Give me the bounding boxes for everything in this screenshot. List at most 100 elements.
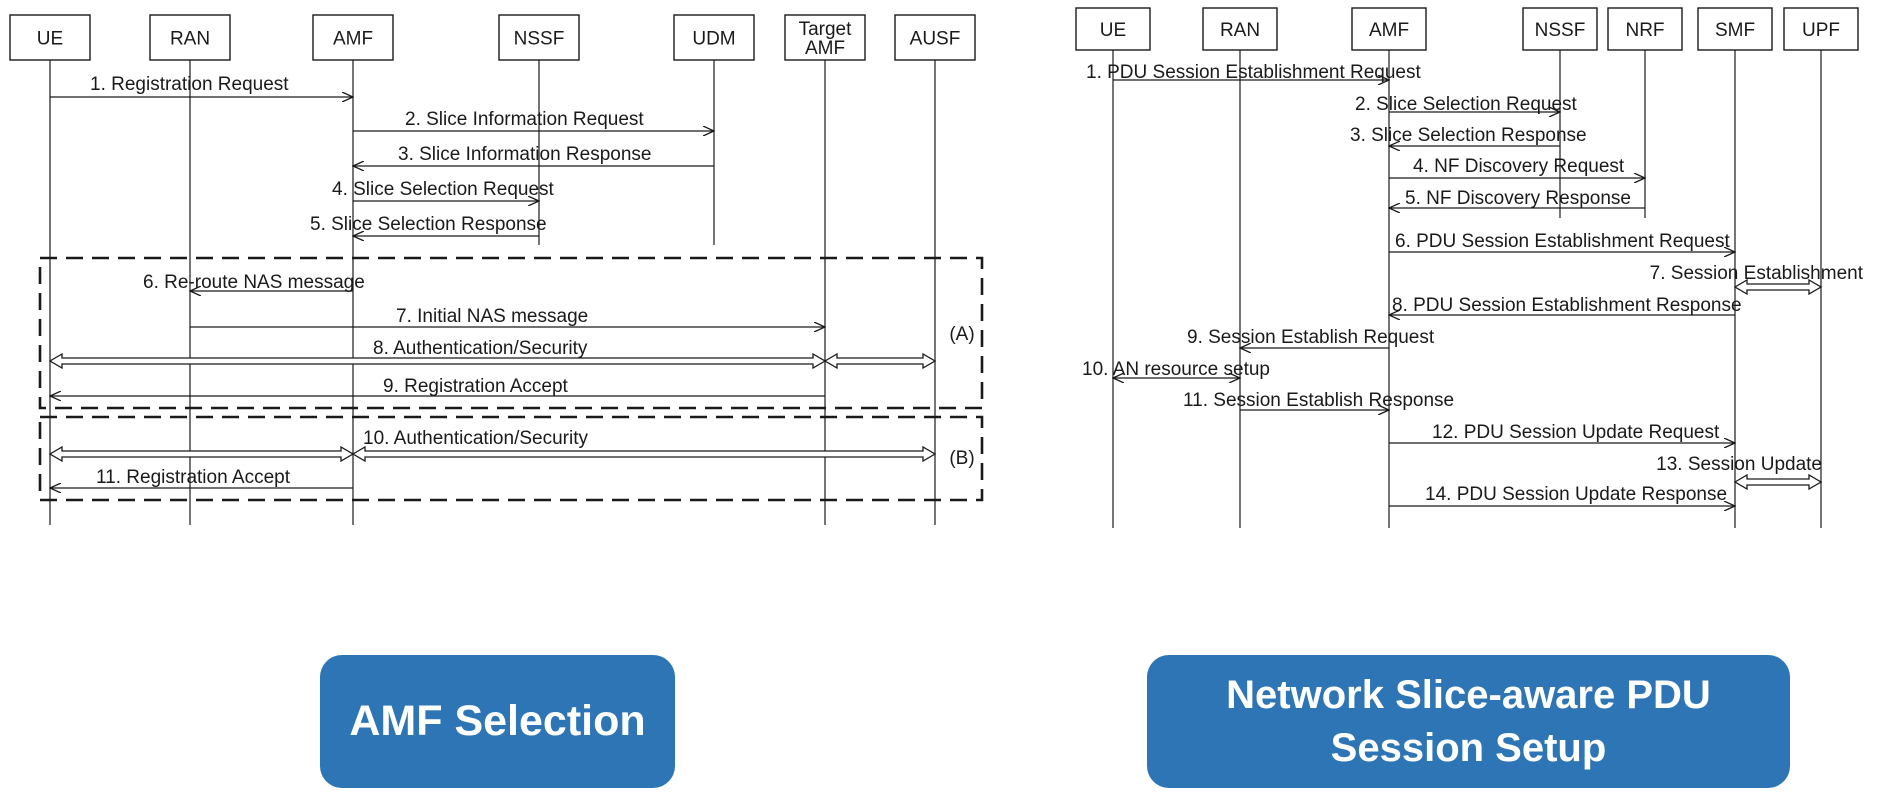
entity-box — [1202, 7, 1278, 51]
message-3: 3. Slice Selection Response — [1350, 125, 1587, 146]
message-label: 11. Registration Accept — [96, 467, 291, 488]
message-label: 11. Session Establish Response — [1183, 390, 1454, 411]
message-label: 14. PDU Session Update Response — [1425, 484, 1727, 505]
entity-box — [1351, 7, 1427, 51]
message-13: 13. Session Update — [1656, 454, 1823, 491]
message-4: 4. NF Discovery Request — [1389, 156, 1645, 178]
message-6: 6. Re-route NAS message — [143, 272, 365, 293]
entity-box — [1075, 7, 1151, 51]
entity-smf: SMF — [1697, 7, 1773, 51]
message-2: 2. Slice Selection Request — [1355, 94, 1578, 115]
message-label: 7. Initial NAS message — [396, 306, 588, 327]
entity-label: Target — [799, 19, 853, 40]
message-label: 3. Slice Selection Response — [1350, 125, 1587, 146]
entity-label: RAN — [170, 29, 210, 50]
entity-nrf: NRF — [1607, 7, 1683, 51]
message-label: 7. Session Establishment — [1650, 263, 1864, 284]
entity-ausf: AUSF — [894, 14, 976, 61]
message-arrow — [1733, 473, 1823, 491]
message-label: 2. Slice Information Request — [405, 109, 644, 130]
message-8: 8. Authentication/Security — [48, 338, 937, 370]
message-3: 3. Slice Information Response — [353, 144, 714, 166]
message-label: 1. Registration Request — [90, 74, 289, 95]
region-a-label: (A) — [949, 324, 974, 345]
entity-box — [498, 14, 580, 61]
message-label: 6. PDU Session Establishment Request — [1395, 231, 1730, 252]
entity-ran: RAN — [149, 14, 231, 61]
entity-label: AMF — [805, 38, 845, 59]
message-label: 3. Slice Information Response — [398, 144, 651, 165]
message-11: 11. Session Establish Response — [1183, 390, 1454, 411]
entity-label: UDM — [692, 29, 735, 50]
pdu-session-setup-sequence-diagram: UE RAN AMF NSSF NRF SMF UPF 1. PDU Session Esta… — [1075, 7, 1864, 528]
entity-ue: UE — [1075, 7, 1151, 51]
message-6: 6. PDU Session Establishment Request — [1389, 231, 1735, 252]
entity-box — [1607, 7, 1683, 51]
message-label: 4. Slice Selection Request — [332, 179, 555, 200]
message-10: 10. AN resource setup — [1082, 359, 1270, 380]
message-arrow — [1733, 278, 1823, 296]
entity-box — [1522, 7, 1598, 51]
message-label: 9. Session Establish Request — [1187, 327, 1435, 348]
amf-selection-title-text: AMF Selection — [349, 697, 646, 745]
entity-box — [1783, 7, 1859, 51]
entity-label: NSSF — [1535, 20, 1586, 41]
message-4: 4. Slice Selection Request — [332, 179, 555, 201]
entity-box — [673, 14, 755, 61]
entity-nssf: NSSF — [1522, 7, 1598, 51]
entity-nssf: NSSF — [498, 14, 580, 61]
pdu-session-setup-title-line2: Session Setup — [1330, 725, 1607, 770]
message-label: 6. Re-route NAS message — [143, 272, 365, 293]
entity-label: SMF — [1715, 20, 1755, 41]
message-label: 5. NF Discovery Response — [1405, 188, 1631, 209]
message-label: 4. NF Discovery Request — [1413, 156, 1625, 177]
entity-label: UE — [37, 29, 63, 50]
message-1: 1. PDU Session Establishment Request — [1086, 62, 1421, 83]
message-label: 10. Authentication/Security — [363, 428, 588, 449]
entity-label: UPF — [1802, 20, 1840, 41]
message-10: 10. Authentication/Security — [48, 428, 937, 463]
entity-box — [1697, 7, 1773, 51]
amf-selection-title: AMF Selection — [320, 655, 675, 788]
entity-ran: RAN — [1202, 7, 1278, 51]
message-2: 2. Slice Information Request — [353, 109, 714, 131]
message-label: 5. Slice Selection Response — [310, 214, 547, 235]
entity-amf: AMF — [312, 14, 394, 61]
message-11: 11. Registration Accept — [50, 467, 353, 488]
pdu-session-setup-title: Network Slice-aware PDU Session Setup — [1147, 655, 1790, 788]
entity-box — [784, 14, 866, 61]
message-7: 7. Initial NAS message — [190, 306, 825, 327]
entity-label: NRF — [1625, 20, 1664, 41]
message-label: 12. PDU Session Update Request — [1432, 422, 1720, 443]
entity-label: AMF — [1369, 20, 1409, 41]
message-label: 2. Slice Selection Request — [1355, 94, 1578, 115]
entity-label: UE — [1100, 20, 1126, 41]
message-label: 8. PDU Session Establishment Response — [1392, 295, 1742, 316]
message-label: 10. AN resource setup — [1082, 359, 1270, 380]
entity-upf: UPF — [1783, 7, 1859, 51]
message-label: 8. Authentication/Security — [373, 338, 588, 359]
message-8: 8. PDU Session Establishment Response — [1389, 295, 1742, 316]
region-b-box — [38, 415, 984, 502]
entity-box — [894, 14, 976, 61]
message-arrow-extension — [351, 445, 937, 463]
entity-label: AUSF — [910, 29, 961, 50]
message-9: 9. Session Establish Request — [1187, 327, 1435, 348]
message-1: 1. Registration Request — [50, 74, 353, 97]
message-label: 1. PDU Session Establishment Request — [1086, 62, 1421, 83]
region-b-label: (B) — [949, 448, 974, 469]
message-arrow-extension — [823, 352, 937, 370]
message-5: 5. NF Discovery Response — [1389, 188, 1645, 209]
entity-label: RAN — [1220, 20, 1260, 41]
entity-udm: UDM — [673, 14, 755, 61]
entity-ue: UE — [9, 14, 91, 61]
message-arrow — [48, 445, 355, 463]
message-label: 13. Session Update — [1656, 454, 1822, 475]
message-7: 7. Session Establishment — [1650, 263, 1864, 296]
entity-amf: AMF — [1351, 7, 1427, 51]
message-label: 9. Registration Accept — [383, 376, 569, 397]
message-9: 9. Registration Accept — [50, 376, 825, 397]
